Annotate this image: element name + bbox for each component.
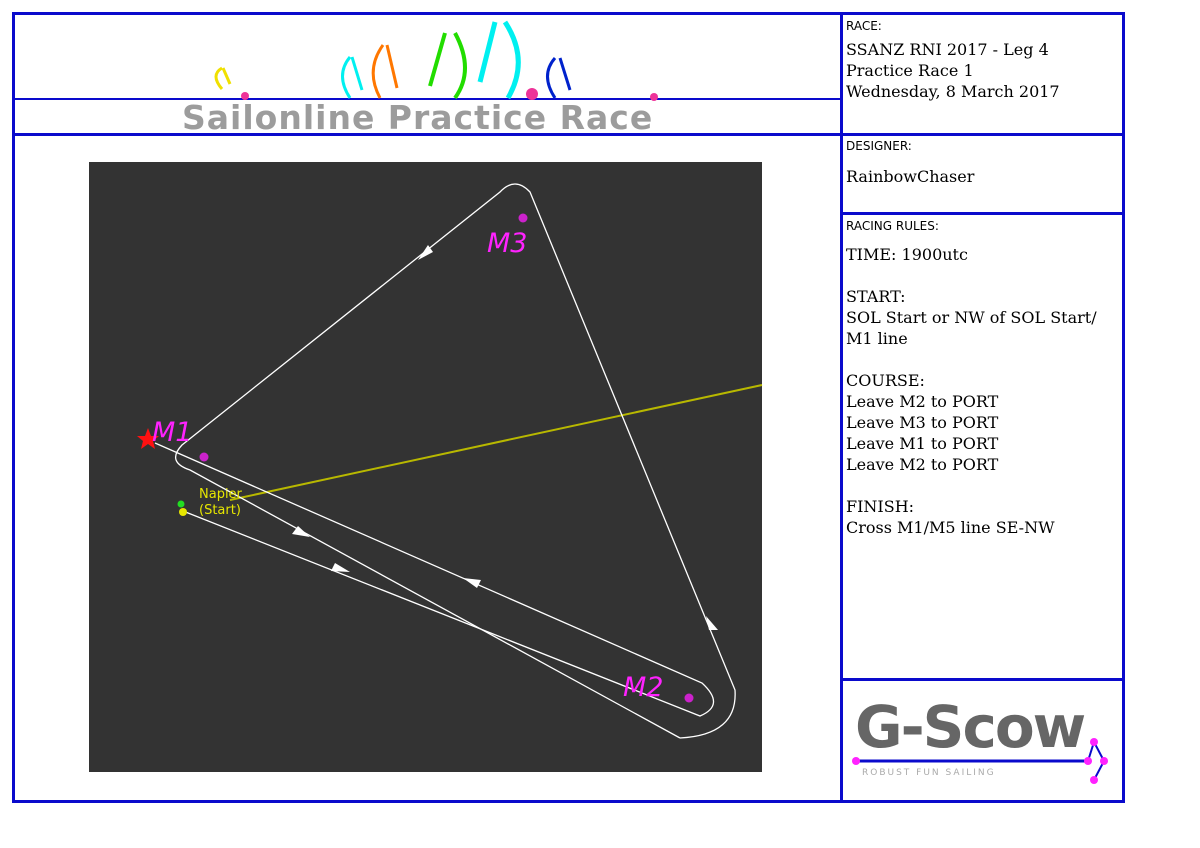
header-waterline: [12, 98, 842, 100]
arrow-icon: [418, 245, 433, 260]
label-m1: M1: [152, 417, 192, 448]
race-date: Wednesday, 8 March 2017: [846, 82, 1060, 101]
mark-m1: [199, 452, 209, 462]
rules-label: RACING RULES:: [846, 219, 939, 233]
race-label: RACE:: [846, 19, 882, 33]
gscow-logo: G-Scow: [855, 693, 1086, 761]
arrow-icon: [706, 616, 718, 630]
gscow-tagline: ROBUST FUN SAILING: [862, 768, 996, 778]
course-overlay: M1 M3 M2 Napier (Start): [137, 183, 763, 739]
designer-name: RainbowChaser: [846, 167, 975, 186]
page-frame: [12, 12, 1125, 803]
divider: [12, 133, 1122, 136]
start-name: Napier: [199, 487, 243, 502]
race-name: SSANZ RNI 2017 - Leg 4: [846, 40, 1049, 59]
divider: [842, 212, 1122, 215]
mark-m3: [518, 213, 528, 223]
label-m2: M2: [623, 672, 663, 703]
divider: [840, 12, 843, 800]
arrow-icon: [292, 526, 310, 537]
divider: [842, 678, 1122, 681]
direction-arrows: [292, 245, 718, 630]
start-point-green: [177, 500, 185, 508]
start-point: [179, 508, 187, 516]
header-title: Sailonline Practice Race: [182, 98, 654, 137]
start-line: [229, 384, 763, 501]
arrow-icon: [463, 578, 481, 588]
race-subtitle: Practice Race 1: [846, 61, 974, 80]
label-m3: M3: [487, 228, 527, 259]
start-tag: (Start): [199, 503, 241, 518]
star-icon: [137, 428, 159, 449]
arrow-icon: [331, 563, 350, 572]
designer-label: DESIGNER:: [846, 139, 912, 153]
rules-text: TIME: 1900utc START: SOL Start or NW of …: [846, 245, 1097, 537]
sails-logo: [214, 20, 658, 101]
course-route: [154, 183, 736, 739]
mark-m2: [684, 693, 694, 703]
course-map: [89, 162, 762, 772]
